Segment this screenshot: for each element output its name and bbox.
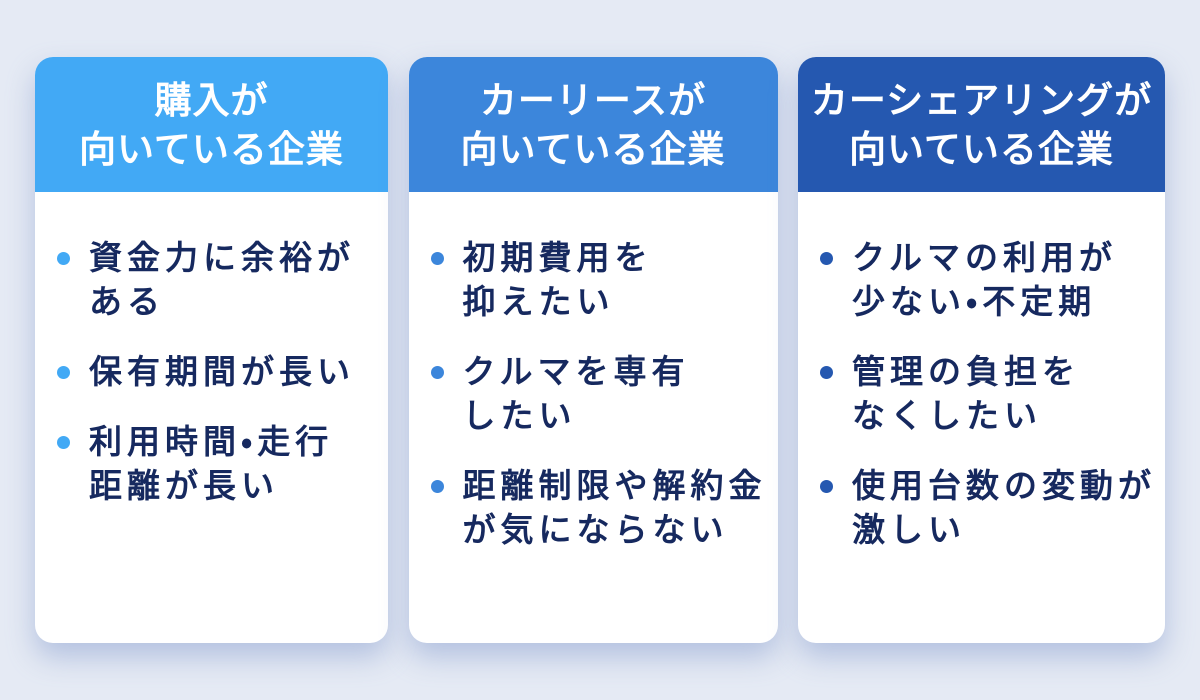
card-car-lease-header: カーリースが 向いている企業 bbox=[408, 57, 778, 192]
item-text: 管理の負担を なくしたい bbox=[852, 353, 1080, 434]
bullet-dot-icon bbox=[57, 436, 70, 449]
list-item: 管理の負担を なくしたい bbox=[820, 350, 1157, 438]
bullet-dot-icon bbox=[820, 366, 833, 379]
item-text: クルマの利用が 少ない・不定期 bbox=[852, 239, 1118, 320]
item-text: 距離制限や解約金 が気にならない bbox=[462, 467, 767, 548]
list-item: 距離制限や解約金 が気にならない bbox=[430, 464, 770, 552]
cards-row: 購入が 向いている企業 資金力に余裕が ある 保有期間が長い 利用時間・走 bbox=[35, 57, 1165, 643]
bullet-dot-icon bbox=[57, 252, 70, 265]
bullet-list: 資金力に余裕が ある 保有期間が長い 利用時間・走行 距離が長い bbox=[35, 192, 388, 508]
list-item: 初期費用を 抑えたい bbox=[430, 236, 770, 324]
list-item: 資金力に余裕が ある bbox=[57, 236, 380, 324]
card-title-line: カーリースが bbox=[479, 79, 707, 121]
card-title-line: 向いている企業 bbox=[849, 128, 1114, 170]
bullet-list: クルマの利用が 少ない・不定期 管理の負担を なくしたい 使用台数の変動が 激し… bbox=[798, 192, 1165, 552]
card-purchase-header: 購入が 向いている企業 bbox=[35, 57, 388, 192]
bullet-dot-icon bbox=[820, 480, 833, 493]
list-item: クルマを専有 したい bbox=[430, 350, 770, 438]
card-title-line: 向いている企業 bbox=[460, 128, 726, 170]
list-item: クルマの利用が 少ない・不定期 bbox=[820, 236, 1157, 324]
list-item: 使用台数の変動が 激しい bbox=[820, 464, 1157, 552]
item-text: 使用台数の変動が 激しい bbox=[852, 467, 1156, 548]
list-item: 保有期間が長い bbox=[57, 350, 380, 394]
item-text: 利用時間・走行 距離が長い bbox=[89, 423, 334, 504]
card-title-line: 向いている企業 bbox=[79, 128, 344, 170]
card-car-sharing: カーシェアリングが 向いている企業 クルマの利用が 少ない・不定期 管理の負担を… bbox=[798, 57, 1165, 643]
bullet-dot-icon bbox=[430, 252, 444, 265]
card-title-line: 購入が bbox=[154, 79, 269, 121]
item-text: クルマを専有 したい bbox=[462, 353, 690, 434]
bullet-dot-icon bbox=[430, 366, 444, 379]
item-text: 資金力に余裕が ある bbox=[89, 239, 355, 320]
bullet-dot-icon bbox=[57, 366, 70, 379]
bullet-dot-icon bbox=[820, 252, 833, 265]
list-item: 利用時間・走行 距離が長い bbox=[57, 420, 380, 508]
card-car-lease: カーリースが 向いている企業 初期費用を 抑えたい クルマを専有 したい bbox=[408, 57, 778, 643]
item-text: 初期費用を 抑えたい bbox=[462, 239, 653, 320]
card-purchase: 購入が 向いている企業 資金力に余裕が ある 保有期間が長い 利用時間・走 bbox=[35, 57, 388, 643]
bullet-list: 初期費用を 抑えたい クルマを専有 したい 距離制限や解約金 が気にならない bbox=[409, 192, 778, 552]
item-text: 保有期間が長い bbox=[89, 353, 355, 390]
card-car-sharing-header: カーシェアリングが 向いている企業 bbox=[798, 57, 1165, 192]
bullet-dot-icon bbox=[430, 480, 444, 493]
card-title-line: カーシェアリングが bbox=[810, 79, 1153, 121]
